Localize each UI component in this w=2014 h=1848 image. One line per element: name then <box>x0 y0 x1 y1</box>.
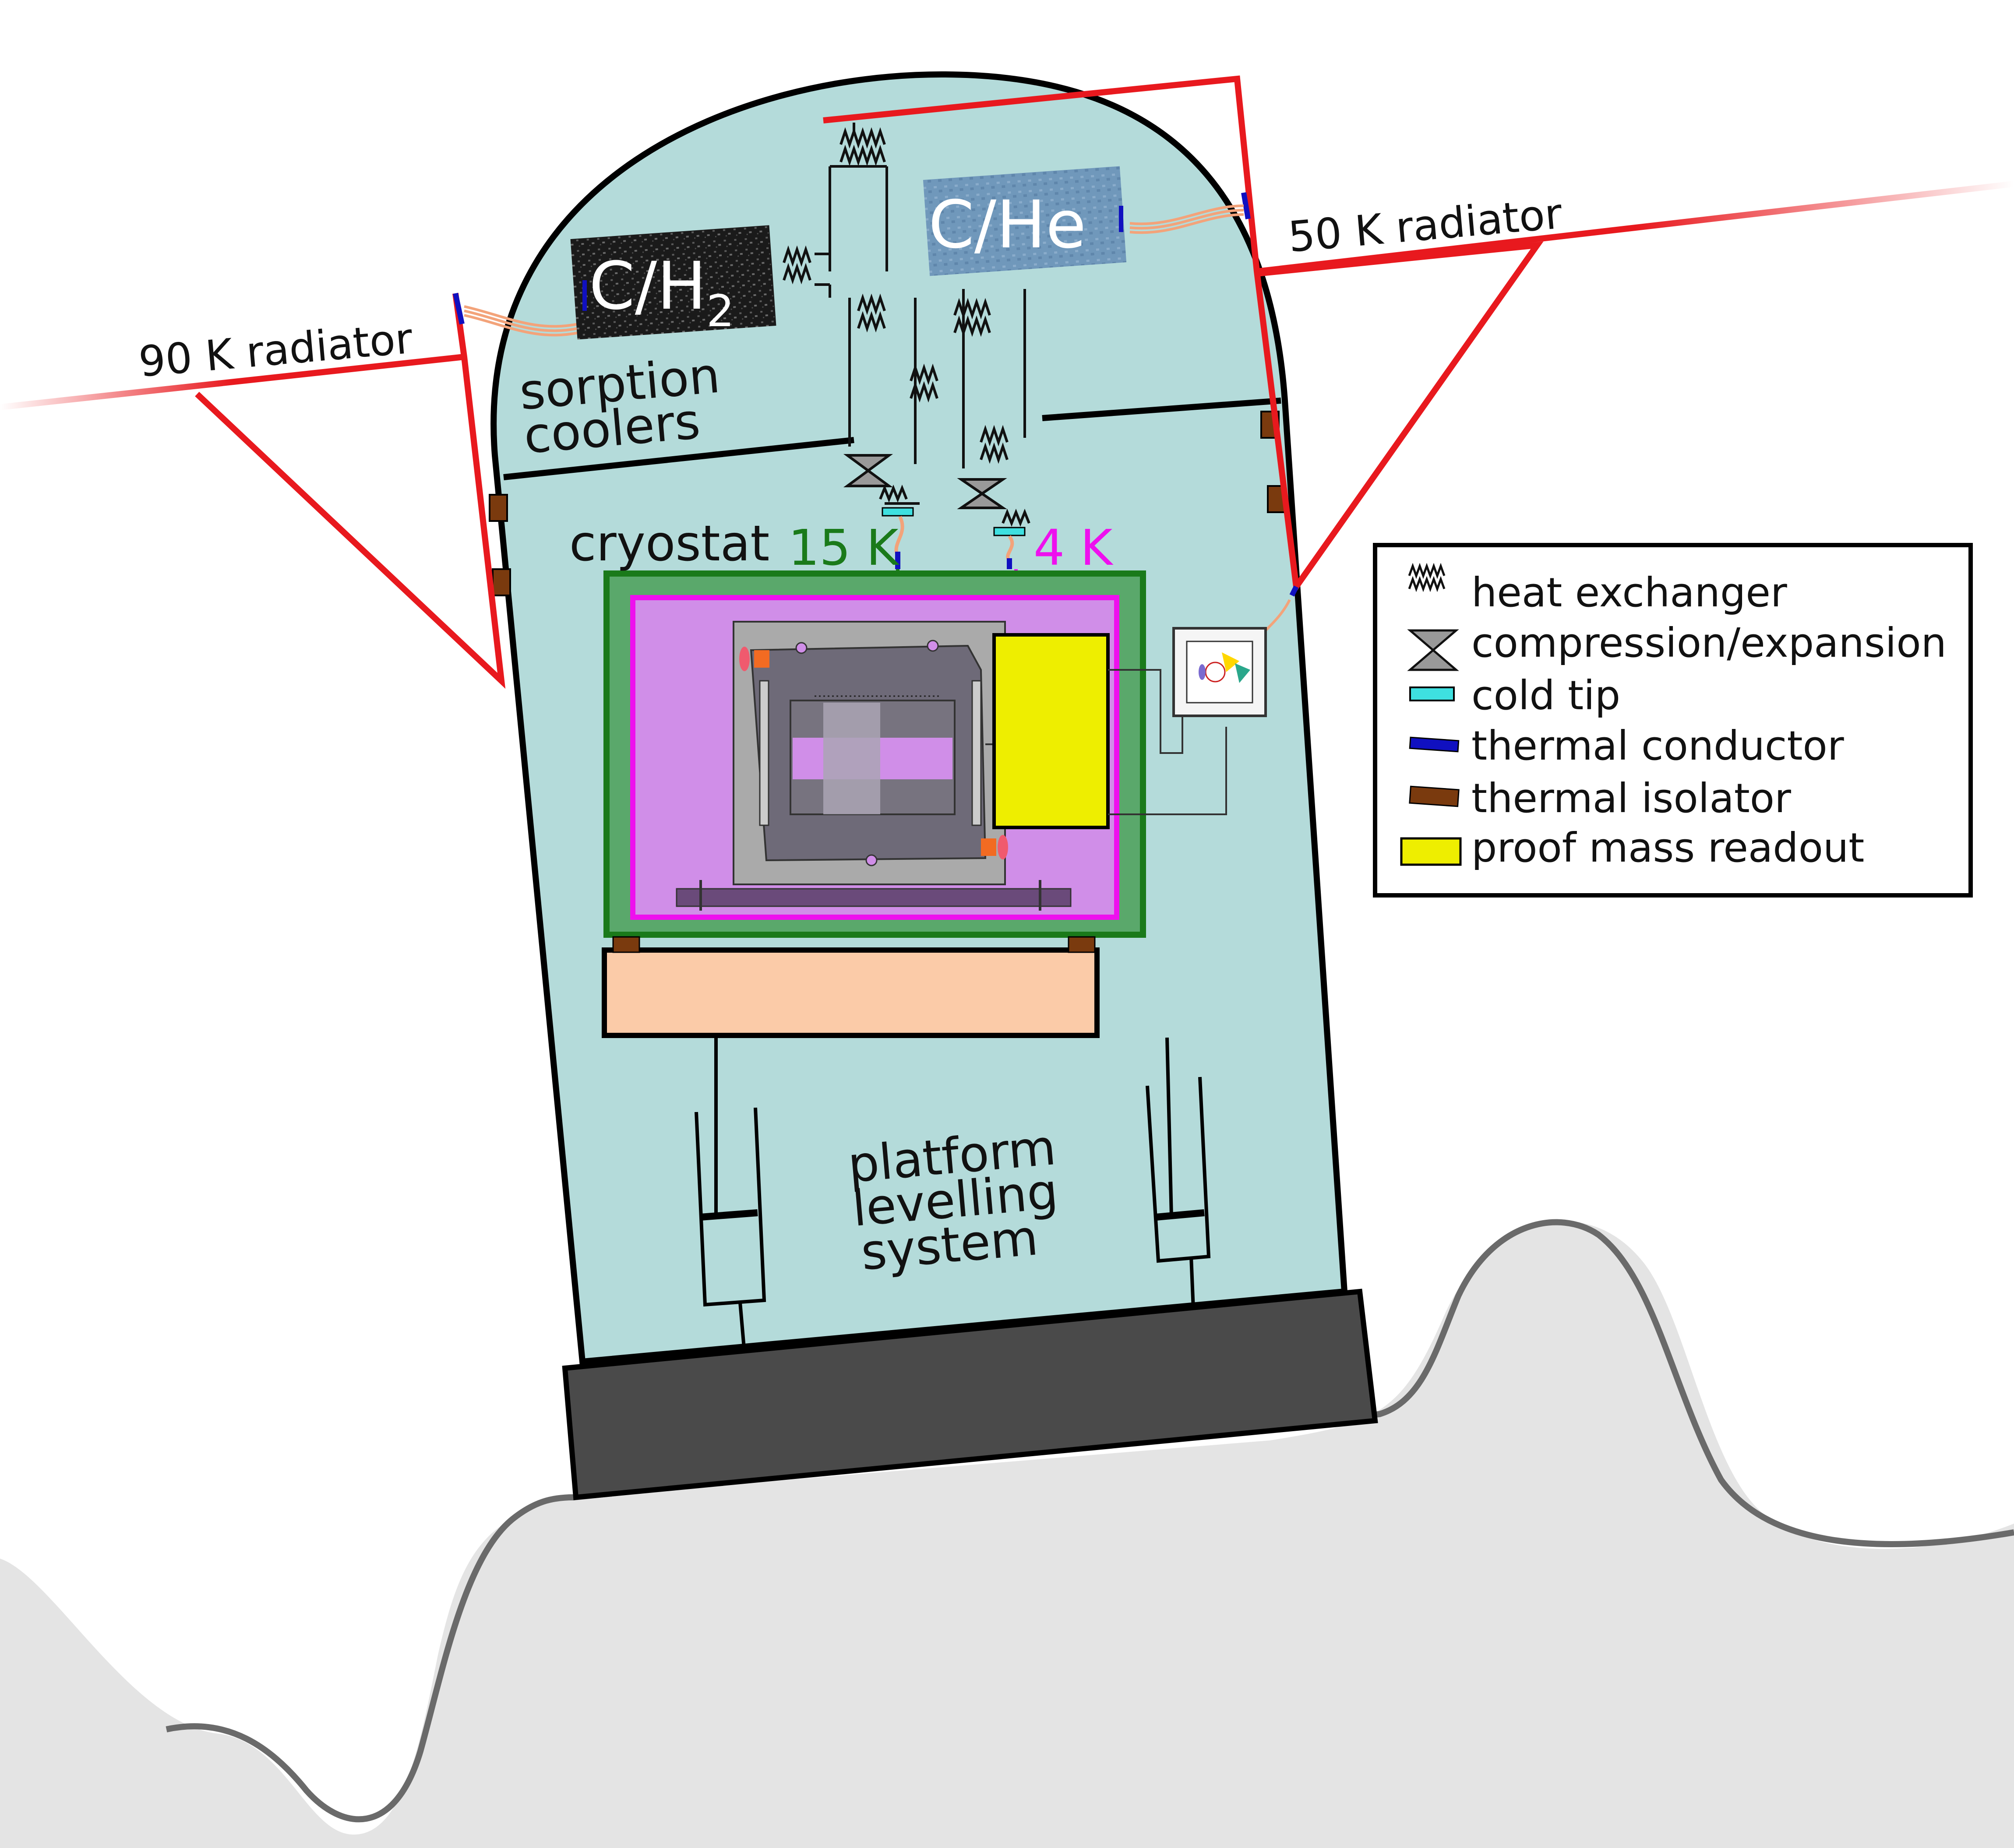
proof-mass-readout-icon <box>1400 837 1462 866</box>
proof-mass-assembly <box>676 621 1072 911</box>
vessel-base <box>562 1288 1378 1500</box>
levelling-platform <box>602 936 1211 1353</box>
radiator-90k <box>0 292 578 689</box>
legend-label-thermal-conductor: thermal conductor <box>1471 722 1844 769</box>
piston-right <box>1146 1037 1211 1309</box>
compression-expansion-icon <box>1407 629 1459 671</box>
temp-15k-label: 15 K <box>788 520 899 577</box>
vessel-isolators <box>489 411 1286 596</box>
readout-chip <box>1108 627 1267 815</box>
thermal-isolator-icon <box>1409 785 1460 807</box>
cooler-plumbing <box>783 123 1030 527</box>
cooler-h2-label: C/H2 <box>589 248 734 337</box>
legend-label-thermal-isolator: thermal isolator <box>1471 775 1791 822</box>
ground-terrain <box>0 1219 2014 1848</box>
cooler-h2: C/H2 <box>570 225 776 340</box>
proof-mass-readout <box>992 633 1110 829</box>
cooler-he-label: C/He <box>928 187 1086 263</box>
cooler-he: C/He <box>923 166 1127 276</box>
thermal-conductor-icon <box>1409 736 1460 753</box>
legend-label-proof-mass-readout: proof mass readout <box>1471 824 1864 871</box>
temp-4k-label: 4 K <box>1033 520 1114 577</box>
legend-label-heat-exchanger: heat exchanger <box>1471 569 1787 616</box>
cryostat-label: cryostat <box>569 515 769 572</box>
piston-left <box>695 1038 766 1353</box>
legend-label-cold-tip: cold tip <box>1471 672 1620 719</box>
legend-label-compression-expansion: compression/expansion <box>1471 620 1947 666</box>
heat-exchanger-icon <box>1408 563 1446 592</box>
radiator-50k <box>823 75 2014 632</box>
compartment-divider-left <box>503 437 854 480</box>
legend: heat exchanger compression/expansion col… <box>1373 543 1973 898</box>
compartment-divider-right <box>1042 398 1281 421</box>
cold-tip-icon <box>1409 686 1455 701</box>
